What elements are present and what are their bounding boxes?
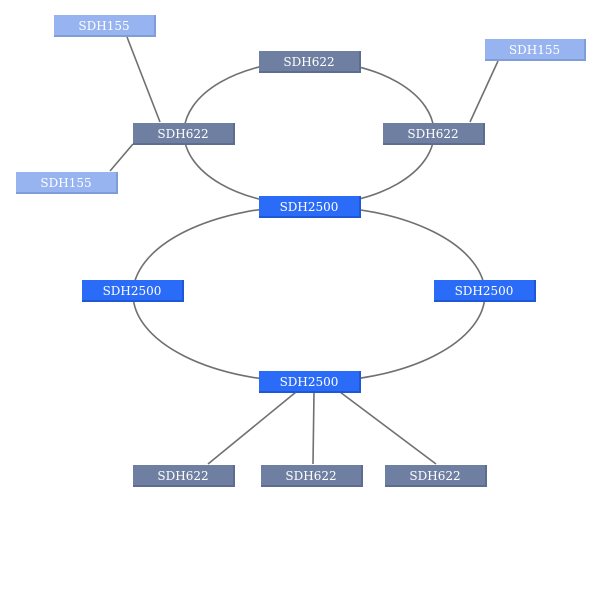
link-sdh2500-bottom-to-sdh622-bottom-left bbox=[207, 391, 297, 465]
link-sdh155-left-to-sdh622-left bbox=[109, 143, 134, 172]
node-sdh622-top-ring-left[interactable]: SDH622 bbox=[133, 123, 235, 145]
node-sdh622-bottom-right[interactable]: SDH622 bbox=[385, 465, 487, 487]
node-sdh2500-bottom[interactable]: SDH2500 bbox=[259, 371, 361, 393]
node-sdh2500-right[interactable]: SDH2500 bbox=[434, 280, 536, 302]
node-sdh622-top-ring-top[interactable]: SDH622 bbox=[259, 51, 361, 73]
node-sdh622-top-ring-right[interactable]: SDH622 bbox=[383, 123, 485, 145]
node-sdh155-left[interactable]: SDH155 bbox=[16, 172, 118, 194]
lower-ring-link bbox=[132, 205, 486, 383]
node-sdh155-top-right[interactable]: SDH155 bbox=[485, 39, 586, 61]
link-sdh155-top-right-to-sdh622-right bbox=[469, 60, 499, 123]
link-sdh2500-bottom-to-sdh622-bottom-right bbox=[339, 391, 437, 465]
node-sdh2500-center[interactable]: SDH2500 bbox=[259, 196, 361, 218]
link-sdh2500-bottom-to-sdh622-bottom-middle bbox=[312, 391, 315, 465]
link-sdh155-top-left-to-sdh622-left bbox=[126, 36, 161, 123]
node-sdh622-bottom-middle[interactable]: SDH622 bbox=[261, 465, 363, 487]
node-sdh155-top-left[interactable]: SDH155 bbox=[54, 15, 156, 37]
node-sdh2500-left[interactable]: SDH2500 bbox=[82, 280, 184, 302]
node-sdh622-bottom-left[interactable]: SDH622 bbox=[133, 465, 235, 487]
